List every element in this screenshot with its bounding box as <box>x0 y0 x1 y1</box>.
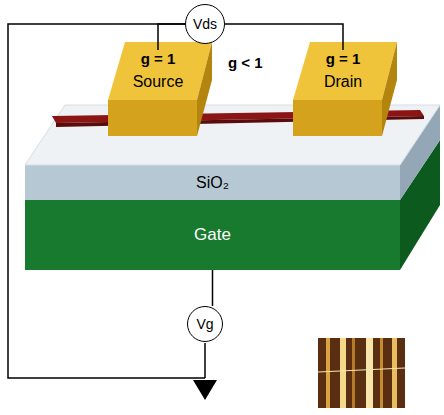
drain-electrode: g = 1 Drain <box>303 50 383 98</box>
node-label: Vg <box>196 316 213 332</box>
node-label: SiO₂ <box>196 174 229 192</box>
node-label: Vds <box>193 16 217 32</box>
voltmeter-circle: Vg <box>187 306 223 342</box>
conductance-label: g < 1 <box>228 54 263 71</box>
oxide-front <box>25 165 400 200</box>
conductance-label: g = 1 <box>141 50 176 67</box>
electrode-top <box>108 42 212 100</box>
voltmeter-circle: Vds <box>185 4 225 44</box>
node-label: Drain <box>324 73 362 91</box>
electrode-top <box>293 42 397 100</box>
electrode-front <box>293 100 382 136</box>
gate-front <box>25 200 400 270</box>
circuit-wire <box>212 270 213 306</box>
conductance-label: g = 1 <box>326 50 361 67</box>
oxide-layer: SiO₂ <box>25 165 400 200</box>
ground-symbol <box>193 380 217 400</box>
node-label: Gate <box>194 225 231 245</box>
source-electrode: g = 1 Source <box>118 50 198 98</box>
circuit-wire <box>158 24 185 50</box>
afm-inset <box>318 338 405 408</box>
node-label: Source <box>133 73 184 91</box>
electrode-front <box>108 100 197 136</box>
electrode-side <box>197 42 212 136</box>
electrode-side <box>382 42 397 136</box>
ground-wire <box>204 343 206 378</box>
circuit-wire <box>225 24 343 50</box>
gate-layer: Gate <box>25 200 400 270</box>
